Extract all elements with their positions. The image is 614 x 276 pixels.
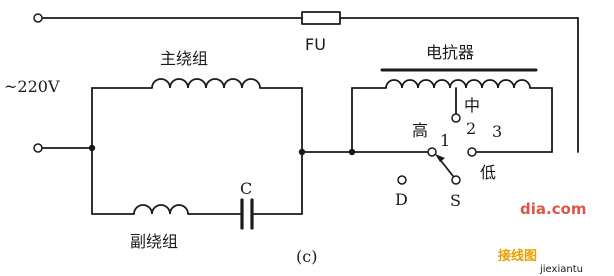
aux-winding-label: 副绕组: [130, 232, 178, 251]
watermark-small: jiexiantu: [539, 264, 583, 275]
reactor-coil: [385, 79, 531, 89]
watermark-cn: 接线图: [498, 248, 537, 264]
switch-arrow-head: [435, 154, 445, 162]
fuse: [301, 11, 341, 25]
off-label: D: [395, 190, 408, 209]
watermark-domain: dia.com: [520, 200, 587, 218]
junction-left: [88, 144, 96, 152]
switch-pivot: [451, 175, 461, 185]
switch-label: S: [450, 191, 461, 210]
tap-2-label: 2: [466, 119, 476, 138]
speed-mid-label: 中: [464, 96, 480, 115]
reactor-label: 电抗器: [426, 43, 474, 62]
speed-high-label: 高: [412, 121, 428, 140]
contact-3-low: [467, 147, 477, 157]
terminal-bottom: [33, 143, 43, 153]
contact-1-high: [427, 147, 437, 157]
main-winding-coil: [151, 78, 261, 89]
fuse-label: FU: [305, 35, 326, 54]
main-winding-label: 主绕组: [160, 49, 208, 68]
terminal-top: [33, 13, 43, 23]
supply-label: ~220V: [4, 77, 60, 96]
aux-winding-coil: [133, 204, 189, 215]
contact-2-mid: [451, 113, 461, 123]
contact-d-off: [397, 175, 407, 185]
caption: (c): [296, 247, 317, 266]
capacitor-label: C: [240, 179, 252, 198]
speed-low-label: 低: [480, 163, 496, 182]
watermark: 接线图 dia.com jiexiantu: [498, 200, 587, 275]
tap-1-label: 1: [440, 131, 450, 150]
tap-3-label: 3: [492, 122, 502, 141]
